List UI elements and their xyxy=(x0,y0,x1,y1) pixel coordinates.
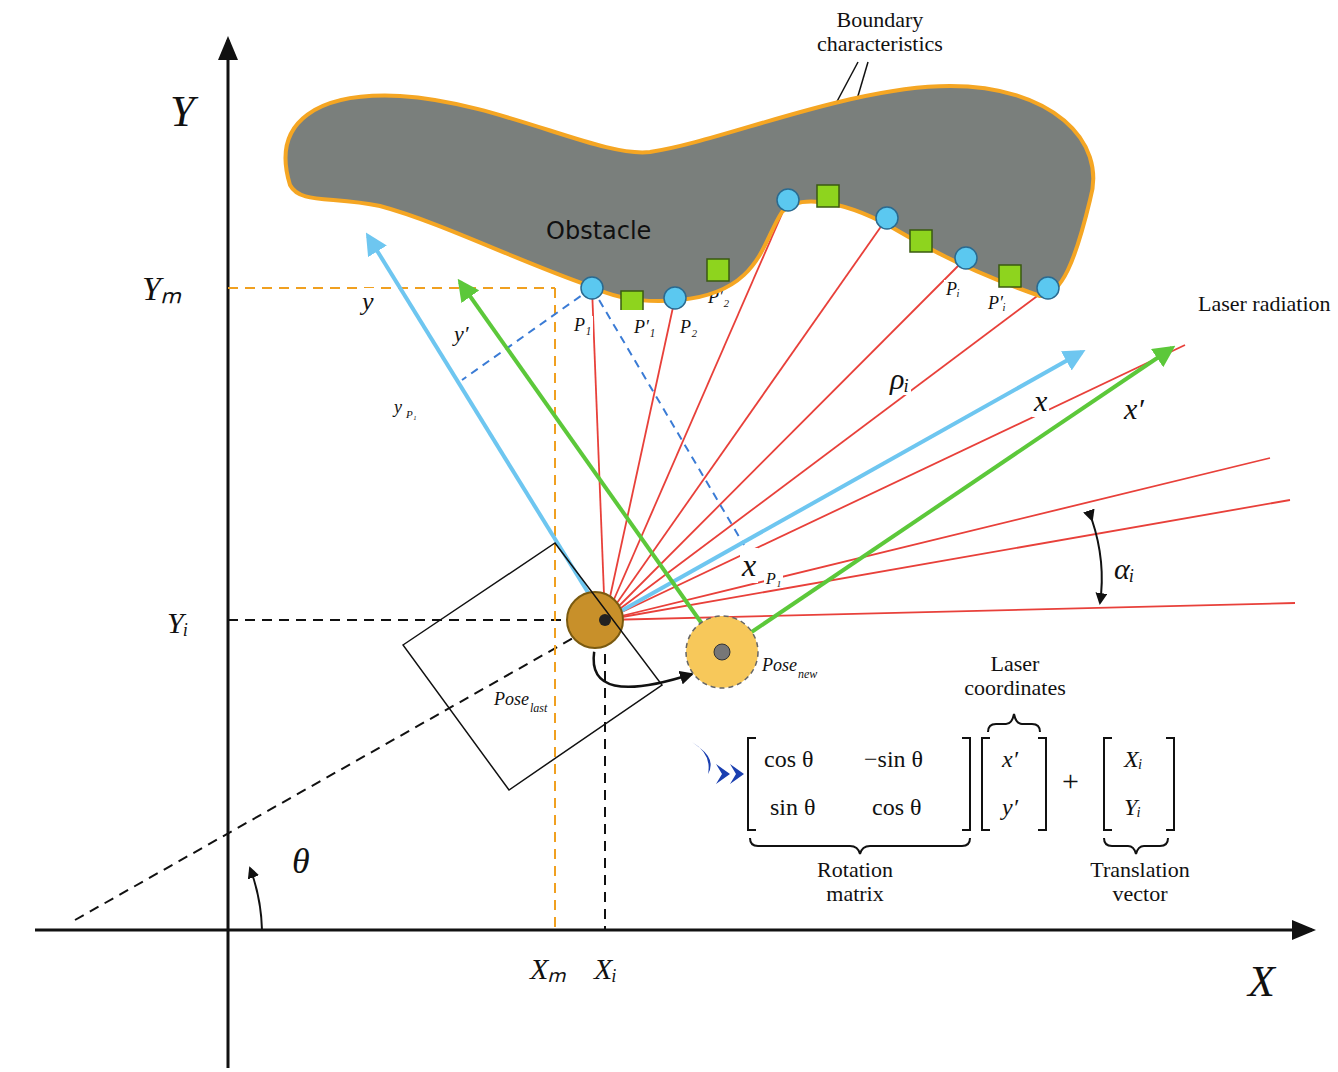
alpha-arc xyxy=(1092,520,1102,603)
coordinate-label: x xyxy=(740,548,758,583)
matrix-cell: cos θ xyxy=(762,746,816,772)
range-label: ρᵢ xyxy=(888,362,911,395)
pose-transition-arrow xyxy=(594,652,692,687)
laser-sensor xyxy=(567,592,623,648)
brackets xyxy=(748,714,1174,854)
node-outline xyxy=(400,540,666,794)
vector-cell: y′ xyxy=(1000,794,1020,820)
vector-cell: Xᵢ xyxy=(1122,746,1144,772)
coordinate-label: Yₘ xyxy=(140,270,184,307)
vector-cell: Yᵢ xyxy=(1122,794,1143,820)
guide xyxy=(228,619,605,621)
laser-frame-x xyxy=(605,352,1082,620)
new-pose: Posenew xyxy=(682,612,872,692)
coordinate-label: y xyxy=(392,398,404,418)
y-axis xyxy=(227,40,230,1068)
guide xyxy=(554,288,556,930)
node-outline xyxy=(682,612,872,692)
node-title: Obstacle xyxy=(546,218,651,244)
callout-text: Translation vector xyxy=(1078,858,1202,906)
pose-label: Pose xyxy=(762,656,797,676)
point-label: P₁ xyxy=(572,316,593,336)
robot-body: Poselast xyxy=(400,540,666,794)
point-label: P′ᵢ xyxy=(986,294,1008,314)
angle-label: αᵢ xyxy=(1112,552,1137,585)
coordinate-label: Xₘ xyxy=(528,952,568,985)
callout-text: Boundary characteristics xyxy=(793,8,967,56)
coordinate-label: P₁ xyxy=(764,570,783,588)
coordinate-label: P₁ xyxy=(404,408,419,420)
heading-line xyxy=(75,620,605,920)
pose-label: last xyxy=(530,702,547,715)
obstacle-shape: Obstacle xyxy=(276,78,1102,310)
matrix-cell: cos θ xyxy=(870,794,924,820)
callout-text: Laser radiation xyxy=(1196,292,1333,316)
guide xyxy=(604,620,606,930)
new-frame-x xyxy=(722,348,1172,652)
node-outline xyxy=(276,78,1102,310)
angle-label: θ xyxy=(290,842,312,882)
point-label: P₂ xyxy=(678,318,699,338)
new-frame-y xyxy=(460,282,722,652)
pose-label: Pose xyxy=(494,690,529,710)
coordinate-label: Xᵢ xyxy=(592,952,619,985)
pose-label: new xyxy=(798,668,817,681)
callout-text: Laser coordinates xyxy=(943,652,1087,700)
axis-label: y′ xyxy=(452,322,471,346)
x-axis xyxy=(35,929,1312,932)
point-label: Pᵢ xyxy=(944,280,962,300)
axis-label: x′ xyxy=(1122,392,1146,425)
chevrons xyxy=(692,742,744,784)
matrix-cell: −sin θ xyxy=(862,746,925,772)
callout-text: Rotation matrix xyxy=(793,858,917,906)
operator: + xyxy=(1060,764,1081,797)
guide xyxy=(228,287,555,289)
axis-label: X xyxy=(1246,958,1277,1006)
axis-label: Y xyxy=(168,88,196,136)
vector-cell: x′ xyxy=(1000,746,1020,772)
theta-arc xyxy=(250,868,262,930)
matrix-cell: sin θ xyxy=(768,794,818,820)
axis-label: y xyxy=(360,288,376,317)
coordinate-label: Yᵢ xyxy=(165,606,190,639)
axis-label: x xyxy=(1032,384,1049,417)
point-label: P′₁ xyxy=(632,318,657,338)
projection xyxy=(592,288,744,545)
